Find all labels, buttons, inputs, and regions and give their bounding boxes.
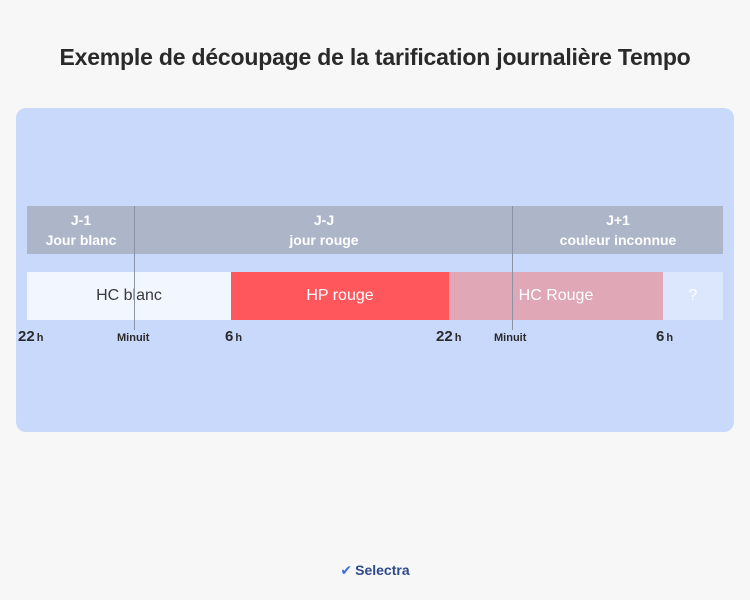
day-header-j-j: J-J jour rouge bbox=[135, 206, 513, 254]
day-color-label: couleur inconnue bbox=[559, 232, 677, 248]
midnight-divider bbox=[134, 206, 135, 330]
day-color-label: Jour blanc bbox=[45, 232, 117, 248]
check-logo-icon: ✔ bbox=[340, 562, 353, 578]
day-header-j-1: J-1 Jour blanc bbox=[27, 206, 135, 254]
segment-unknown: ? bbox=[663, 272, 723, 320]
day-code: J+1 bbox=[606, 212, 630, 228]
page-title: Exemple de découpage de la tarification … bbox=[59, 44, 691, 70]
day-code: J-J bbox=[313, 212, 335, 228]
tick-minuit: Minuit bbox=[494, 332, 527, 344]
timeline-panel bbox=[16, 108, 734, 432]
midnight-divider bbox=[512, 206, 513, 330]
segment-hp-rouge: HP rouge bbox=[231, 272, 449, 320]
brand-name: Selectra bbox=[355, 562, 410, 578]
segment-hc-rouge: HC Rouge bbox=[449, 272, 663, 320]
day-code: J-1 bbox=[70, 212, 92, 228]
segment-hc-blanc: HC blanc bbox=[27, 272, 231, 320]
selectra-logo: ✔Selectra bbox=[0, 562, 750, 579]
day-color-label: jour rouge bbox=[289, 232, 359, 248]
day-header-j+1: J+1 couleur inconnue bbox=[513, 206, 723, 254]
tick-minuit: Minuit bbox=[117, 332, 150, 344]
